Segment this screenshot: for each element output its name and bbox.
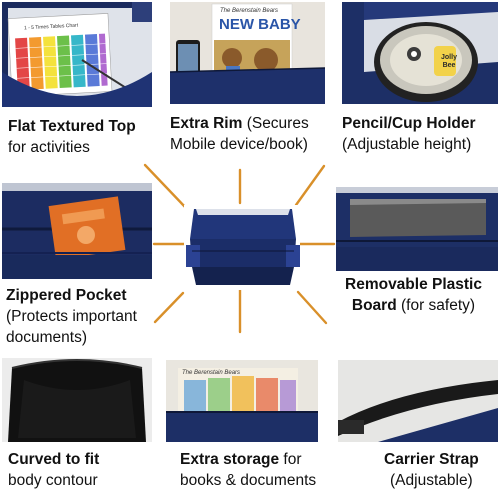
caption-flat-top-desc: for activities <box>8 139 90 156</box>
zippered-pocket-photo <box>2 183 152 279</box>
cup-holder-photo: Jolly Bee <box>342 2 498 104</box>
caption-extra-rim-desc: Mobile device/book) <box>170 136 308 153</box>
caption-curved: Curved to fit body contour <box>8 449 99 491</box>
caption-zippered-pocket-desc-1: (Protects important <box>6 308 137 325</box>
caption-flat-top-title: Flat Textured Top <box>8 118 136 135</box>
cup-brand: Jolly Bee <box>441 54 457 69</box>
carrier-strap-photo <box>338 360 498 442</box>
caption-curved-title: Curved to fit <box>8 451 100 468</box>
caption-plastic-board: Removable Plastic Board (for safety) <box>345 274 482 316</box>
caption-flat-top: Flat Textured Top for activities <box>8 116 136 158</box>
caption-plastic-board-desc: (for safety) <box>401 297 476 314</box>
extra-rim-photo: The Berenstain Bears NEW BABY <box>170 2 325 104</box>
caption-extra-rim-title: Extra Rim <box>170 115 243 132</box>
connector-cup-holder <box>294 164 326 207</box>
caption-curved-desc: body contour <box>8 472 98 489</box>
caption-cup-holder-desc: (Adjustable height) <box>342 136 472 153</box>
caption-extra-storage-title: Extra storage <box>180 451 280 468</box>
caption-cup-holder: Pencil/Cup Holder (Adjustable height) <box>342 113 476 155</box>
caption-cup-holder-title: Pencil/Cup Holder <box>342 115 476 132</box>
extra-storage-photo: The Berenstain Bears <box>166 360 318 442</box>
curved-photo <box>2 358 152 442</box>
caption-carrier-strap-title: Carrier Strap <box>384 451 479 468</box>
caption-extra-storage-desc: books & documents <box>180 472 317 489</box>
caption-carrier-strap: Carrier Strap (Adjustable) <box>384 449 479 491</box>
caption-extra-storage: Extra storage for books & documents <box>180 449 316 491</box>
caption-zippered-pocket-desc-2: documents) <box>6 329 87 346</box>
caption-zippered-pocket-title: Zippered Pocket <box>6 287 127 304</box>
caption-plastic-board-title-2: Board <box>351 297 397 314</box>
flat-top-photo: 1 - 5 Times Tables Chart <box>2 2 152 107</box>
caption-extra-storage-desc-inline: for <box>283 451 302 468</box>
connector-curved <box>153 291 185 324</box>
organizer-center-photo <box>184 205 300 290</box>
connector-carrier-strap <box>296 290 328 325</box>
caption-extra-rim: Extra Rim (Secures Mobile device/book) <box>170 113 309 155</box>
book-brand: The Berenstain Bears <box>220 8 279 14</box>
plastic-board-photo <box>336 187 498 271</box>
caption-zippered-pocket: Zippered Pocket (Protects important docu… <box>6 285 137 348</box>
book-title: NEW BABY <box>219 16 301 33</box>
storage-book-brand: The Berenstain Bears <box>182 370 241 376</box>
caption-plastic-board-title-1: Removable Plastic <box>345 276 482 293</box>
caption-carrier-strap-desc: (Adjustable) <box>390 472 473 489</box>
caption-extra-rim-desc-inline: (Secures <box>246 115 309 132</box>
